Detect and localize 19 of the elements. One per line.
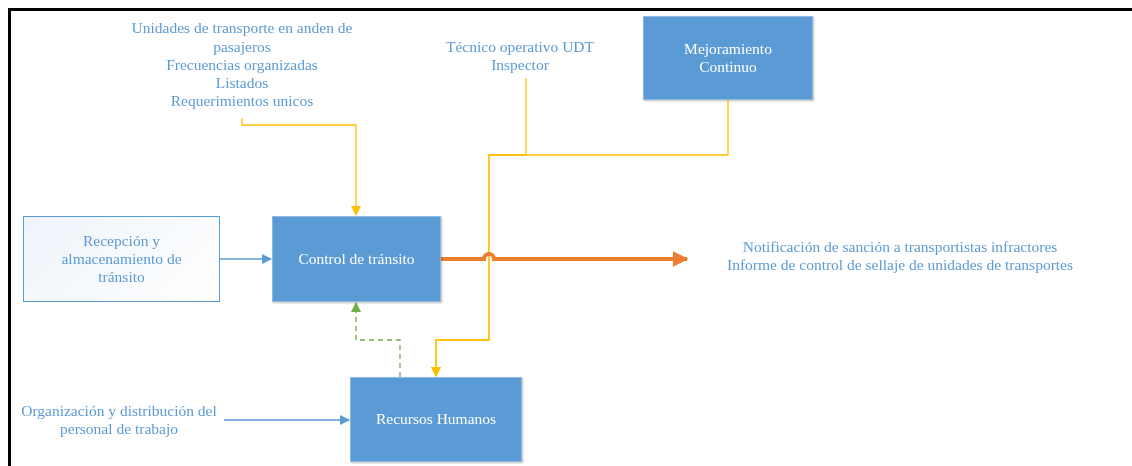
text-label: Requerimientos unicos	[170, 92, 314, 111]
text-label: Inspector	[491, 56, 549, 75]
text-label: Organización y distribución del personal de trabajo	[20, 401, 218, 439]
arrow	[441, 251, 689, 267]
arrow	[241, 117, 361, 216]
arrow	[219, 254, 272, 264]
process-box: Recursos Humanos	[350, 377, 522, 462]
dashed-arrow	[351, 302, 401, 378]
text-label: Frecuencias organizadas	[166, 55, 318, 75]
process-box: Mejoramiento Continuo	[643, 16, 813, 100]
arrow	[223, 415, 350, 425]
process-box: Control de tránsito	[272, 216, 441, 302]
input-box: Recepción y almacenamiento de tránsito	[23, 216, 220, 302]
text-label: Informe de control de sellaje de unidades de transportes	[726, 256, 1073, 275]
arrow	[431, 99, 729, 377]
text-label: Notificación de sanción a transportistas infractores	[742, 237, 1058, 256]
text-label: Técnico operativo UDT	[445, 37, 595, 56]
text-label: Unidades de transporte en anden de pasajeros	[130, 19, 354, 56]
text-label: Listados	[215, 74, 269, 93]
